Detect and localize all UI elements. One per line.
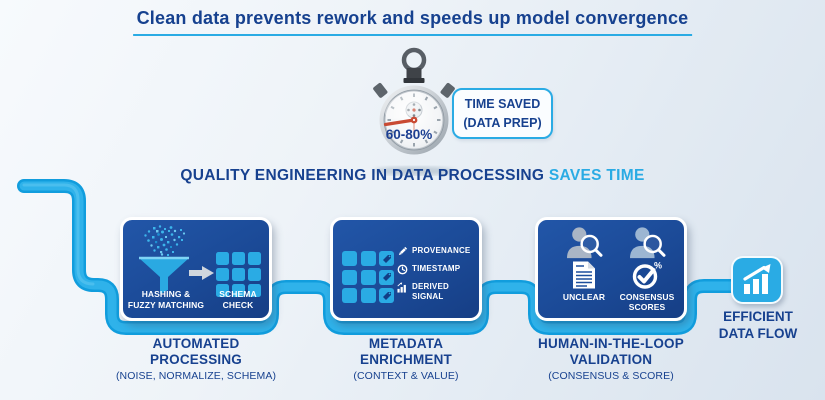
caption-subtitle: (CONSENSUS & SCORE) xyxy=(548,369,674,382)
stage-box-metadata-enrichment: PROVENANCE TIMESTAMP DERIVED SIGNAL xyxy=(330,217,482,321)
stopwatch-ticks xyxy=(387,93,441,147)
funnel-icon xyxy=(139,225,189,294)
stopwatch-needle xyxy=(383,118,416,127)
schema-grid-icon xyxy=(216,252,261,297)
hashing-fuzzy-label: HASHING & FUZZY MATCHING xyxy=(127,289,205,310)
tag-icon xyxy=(382,273,391,281)
growth-chart-icon xyxy=(731,256,783,304)
metadata-item-label: DERIVED SIGNAL xyxy=(412,282,449,302)
caption-title: AUTOMATED PROCESSING xyxy=(149,336,243,367)
person-search-icon xyxy=(567,227,603,259)
unclear-column: UNCLEAR xyxy=(551,226,617,302)
unclear-label: UNCLEAR xyxy=(562,292,606,302)
page-subtitle: QUALITY ENGINEERING IN DATA PROCESSING S… xyxy=(0,167,825,185)
time-saved-callout: TIME SAVED (DATA PREP) xyxy=(452,88,553,139)
metadata-item-label: TIMESTAMP xyxy=(412,264,461,273)
caption-automated-processing: AUTOMATED PROCESSING (NOISE, NORMALIZE, … xyxy=(86,336,306,382)
consensus-scores-label: CONSENSUS SCORES xyxy=(619,292,675,313)
metadata-list: PROVENANCE TIMESTAMP DERIVED SIGNAL xyxy=(397,246,470,310)
stopwatch-icon: 60-80% xyxy=(373,47,455,176)
growth-chart-glyph xyxy=(743,264,771,294)
time-saved-value: 60-80% xyxy=(386,127,433,142)
document-icon xyxy=(573,261,595,289)
pencil-icon xyxy=(398,246,408,256)
caption-subtitle: (CONTEXT & VALUE) xyxy=(353,369,459,382)
clock-icon xyxy=(397,264,408,275)
right-arrow-icon xyxy=(189,266,214,280)
bar-chart-icon xyxy=(397,282,406,293)
stage-box-hitl-validation: UNCLEAR % CONSENSUS SCORES xyxy=(535,217,687,321)
schema-check-label: SCHEMA CHECK xyxy=(219,289,257,310)
caption-subtitle: (NOISE, NORMALIZE, SCHEMA) xyxy=(115,369,277,382)
subtitle-main: QUALITY ENGINEERING IN DATA PROCESSING xyxy=(180,167,545,184)
check-score-icon: % xyxy=(632,261,662,289)
list-item: DERIVED SIGNAL xyxy=(397,282,470,303)
stage-box-automated-processing: HASHING & FUZZY MATCHING SCHEMA CHECK xyxy=(120,217,272,321)
tag-icon xyxy=(382,291,391,300)
person-search-icon xyxy=(630,227,666,259)
list-item: PROVENANCE xyxy=(397,246,470,257)
subtitle-highlight: SAVES TIME xyxy=(548,167,645,184)
caption-title: METADATA ENRICHMENT xyxy=(360,336,452,367)
percent-glyph: % xyxy=(654,261,662,271)
efficient-data-flow-label: EFFICIENT DATA FLOW xyxy=(718,309,798,341)
consensus-column: % CONSENSUS SCORES xyxy=(614,226,680,312)
page-title: Clean data prevents rework and speeds up… xyxy=(132,8,693,36)
metadata-grid-icon xyxy=(342,251,394,303)
list-item: TIMESTAMP xyxy=(397,264,470,275)
stopwatch-ring xyxy=(401,47,427,73)
caption-title: HUMAN-IN-THE-LOOP VALIDATION xyxy=(538,336,684,367)
caption-hitl-validation: HUMAN-IN-THE-LOOP VALIDATION (CONSENSUS … xyxy=(501,336,721,382)
tag-icon xyxy=(382,254,391,263)
metadata-item-label: PROVENANCE xyxy=(412,246,471,255)
stopwatch-shadow xyxy=(374,166,454,176)
caption-metadata-enrichment: METADATA ENRICHMENT (CONTEXT & VALUE) xyxy=(296,336,516,382)
